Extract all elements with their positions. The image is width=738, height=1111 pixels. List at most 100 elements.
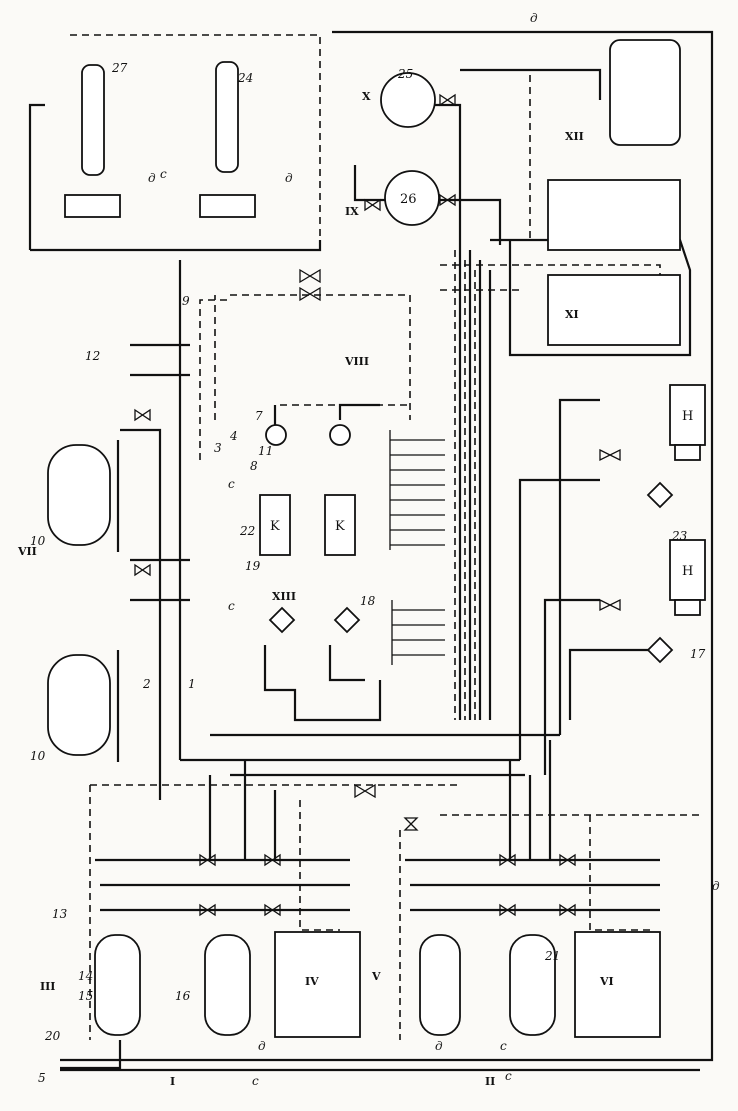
- bottom-risers-right: [508, 740, 552, 860]
- section-viii-outline: [230, 294, 411, 420]
- label-roman-vii-left: VII: [17, 545, 37, 558]
- right-riser-2: [543, 598, 600, 775]
- exchanger-k-22: [259, 494, 291, 556]
- filter-loop-right: [328, 645, 365, 682]
- label-17: 17: [690, 647, 706, 661]
- pipeline-5: [60, 1040, 122, 1070]
- feed-to-26: [353, 165, 502, 245]
- exchanger-k-right: [324, 494, 356, 556]
- label-roman-i: I: [170, 1075, 175, 1088]
- label-c-4: c: [252, 1074, 259, 1088]
- vessel-25: [380, 72, 436, 128]
- label-k-right: K: [335, 519, 345, 534]
- label-1: 1: [188, 677, 196, 691]
- label-15: 15: [78, 989, 93, 1003]
- label-roman-iii: III: [40, 980, 55, 993]
- label-c-6: c: [505, 1069, 512, 1083]
- label-9: 9: [182, 294, 190, 308]
- tank-iii-right: [204, 934, 251, 1036]
- label-h-lower: H: [682, 564, 693, 579]
- label-d-5: д: [258, 1039, 266, 1053]
- right-riser-1: [518, 478, 600, 760]
- label-roman-v: V: [371, 970, 381, 983]
- label-c-2: c: [228, 477, 235, 491]
- label-13: 13: [52, 907, 68, 921]
- right-riser-3: [558, 398, 600, 735]
- label-roman-xii: XII: [565, 130, 584, 143]
- tank-top-right: [609, 39, 681, 146]
- valve-symbols: [134, 93, 621, 917]
- label-23: 23: [671, 529, 688, 543]
- bottom-header-left: [95, 858, 350, 912]
- label-24: 24: [237, 71, 253, 85]
- tank-10-lower: [47, 654, 111, 756]
- filter-19: [268, 606, 296, 634]
- label-7: 7: [255, 409, 263, 423]
- panel-xii: [547, 179, 681, 251]
- label-roman-xi: XI: [565, 308, 579, 321]
- dashed-drop-right: [399, 815, 650, 1040]
- label-16: 16: [175, 989, 191, 1003]
- pump-h-lower: [669, 539, 706, 601]
- bottom-header-right: [405, 858, 660, 912]
- pipeline-2: [120, 428, 162, 800]
- valve-rack-upper: [389, 430, 445, 550]
- label-roman-ii: II: [485, 1075, 495, 1088]
- right-riser-4: [568, 648, 650, 720]
- label-roman-x: X: [362, 90, 371, 103]
- filter-18: [333, 606, 361, 634]
- label-d-3: д: [285, 171, 293, 185]
- pipeline-3: [199, 299, 230, 460]
- label-25: 25: [397, 67, 413, 81]
- label-14: 14: [78, 969, 93, 983]
- label-3: 3: [214, 441, 222, 455]
- sight-7: [265, 424, 287, 446]
- column-27: [81, 64, 105, 176]
- label-20: 20: [44, 1029, 61, 1043]
- label-4: 4: [229, 429, 238, 443]
- center-dashed-bundle: [454, 250, 476, 720]
- label-22: 22: [239, 524, 255, 538]
- pipeline-d-outer: [60, 30, 714, 1062]
- label-roman-iv: IV: [305, 975, 319, 988]
- upper-dashed-header: [70, 34, 321, 240]
- base-24: [199, 194, 256, 218]
- label-d-4: д: [712, 879, 720, 893]
- label-roman-xiii: XIII: [272, 590, 296, 603]
- label-8: 8: [250, 459, 258, 473]
- label-21: 21: [544, 949, 560, 963]
- label-c-3: c: [228, 599, 235, 613]
- label-26: 26: [400, 192, 417, 207]
- label-27: 27: [111, 61, 128, 75]
- pump-h-lower-base: [674, 599, 701, 616]
- dashed-right-loop: [440, 264, 661, 291]
- bottom-risers-left: [208, 760, 277, 860]
- label-d-1: д: [530, 11, 538, 25]
- left-branch-lines: [130, 343, 190, 602]
- label-18: 18: [360, 594, 376, 608]
- label-d-2: д: [148, 171, 156, 185]
- tank-v-left: [419, 934, 461, 1036]
- box-vi: [574, 931, 661, 1038]
- label-h-upper: H: [682, 409, 693, 424]
- dashed-drop-left: [89, 785, 340, 1040]
- box-iv: [274, 931, 361, 1038]
- sight-right: [329, 424, 351, 446]
- label-c-5: c: [500, 1039, 507, 1053]
- feed-to-25: [435, 103, 462, 240]
- label-5: 5: [38, 1071, 46, 1085]
- valve-rack-lower: [391, 600, 445, 665]
- panel-xi: [547, 274, 681, 346]
- vessel-26: [384, 170, 440, 226]
- label-roman-vi: VI: [599, 975, 614, 988]
- label-roman-ix: IX: [345, 205, 359, 218]
- label-d-6: д: [435, 1039, 443, 1053]
- filter-17: [646, 636, 674, 664]
- tank-10-upper: [47, 444, 111, 546]
- label-19: 19: [245, 559, 261, 573]
- label-roman-viii: VIII: [344, 355, 369, 368]
- upper-header: [30, 240, 322, 252]
- label-10-upper: 10: [30, 534, 46, 548]
- tank-21: [509, 934, 556, 1036]
